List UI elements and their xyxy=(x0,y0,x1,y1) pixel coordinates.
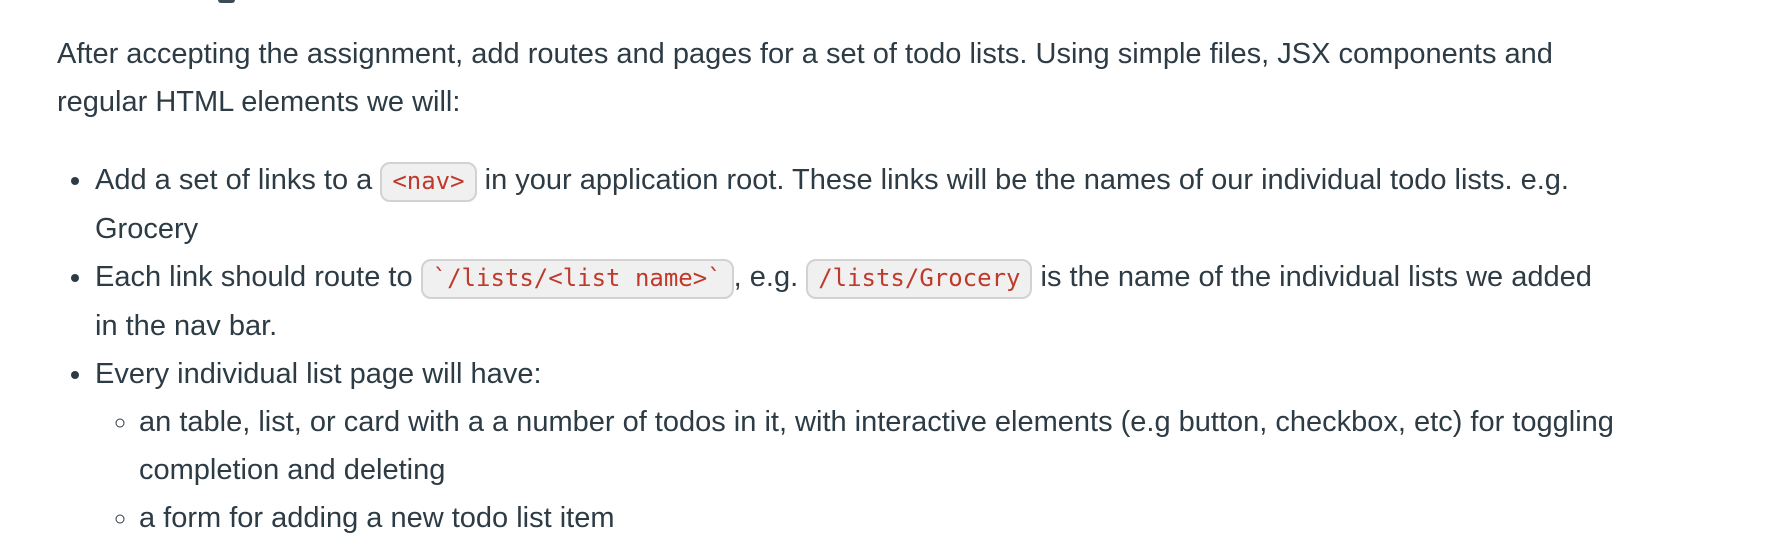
inline-code-route-pattern: `/lists/<list name>` xyxy=(420,259,734,299)
list-item-nav-links: Add a set of links to a <nav> in your ap… xyxy=(94,156,1620,253)
sub-list-item-add-form: a form for adding a new todo list item xyxy=(139,494,1620,542)
list-item-text: in your application root. These links wi… xyxy=(95,164,1569,245)
inline-code-route-example: /lists/Grocery xyxy=(806,259,1033,299)
cropped-heading-descender xyxy=(218,0,235,3)
list-page-sub-list: an table, list, or card with a a number … xyxy=(95,398,1620,542)
list-item-text: , e.g. xyxy=(733,261,807,293)
sub-list-item-todos-container: an table, list, or card with a a number … xyxy=(139,398,1620,494)
list-item-text: Add a set of links to a xyxy=(95,164,381,196)
list-item-text: is the name of the individual lists we a… xyxy=(95,261,1592,342)
list-item-text: Each link should route to xyxy=(95,261,421,293)
list-item-routes: Each link should route to `/lists/<list … xyxy=(94,253,1620,350)
sub-list-item-text: a form for adding a new todo list item xyxy=(139,502,615,534)
intro-paragraph: After accepting the assignment, add rout… xyxy=(57,38,1553,118)
list-item-text: Every individual list page will have: xyxy=(95,358,542,390)
assignment-instructions: After accepting the assignment, add rout… xyxy=(0,0,1660,542)
inline-code-nav-tag: <nav> xyxy=(380,162,477,202)
instructions-list: Add a set of links to a <nav> in your ap… xyxy=(57,156,1620,542)
list-item-list-page: Every individual list page will have: an… xyxy=(94,350,1620,542)
sub-list-item-text: an table, list, or card with a a number … xyxy=(139,406,1614,486)
